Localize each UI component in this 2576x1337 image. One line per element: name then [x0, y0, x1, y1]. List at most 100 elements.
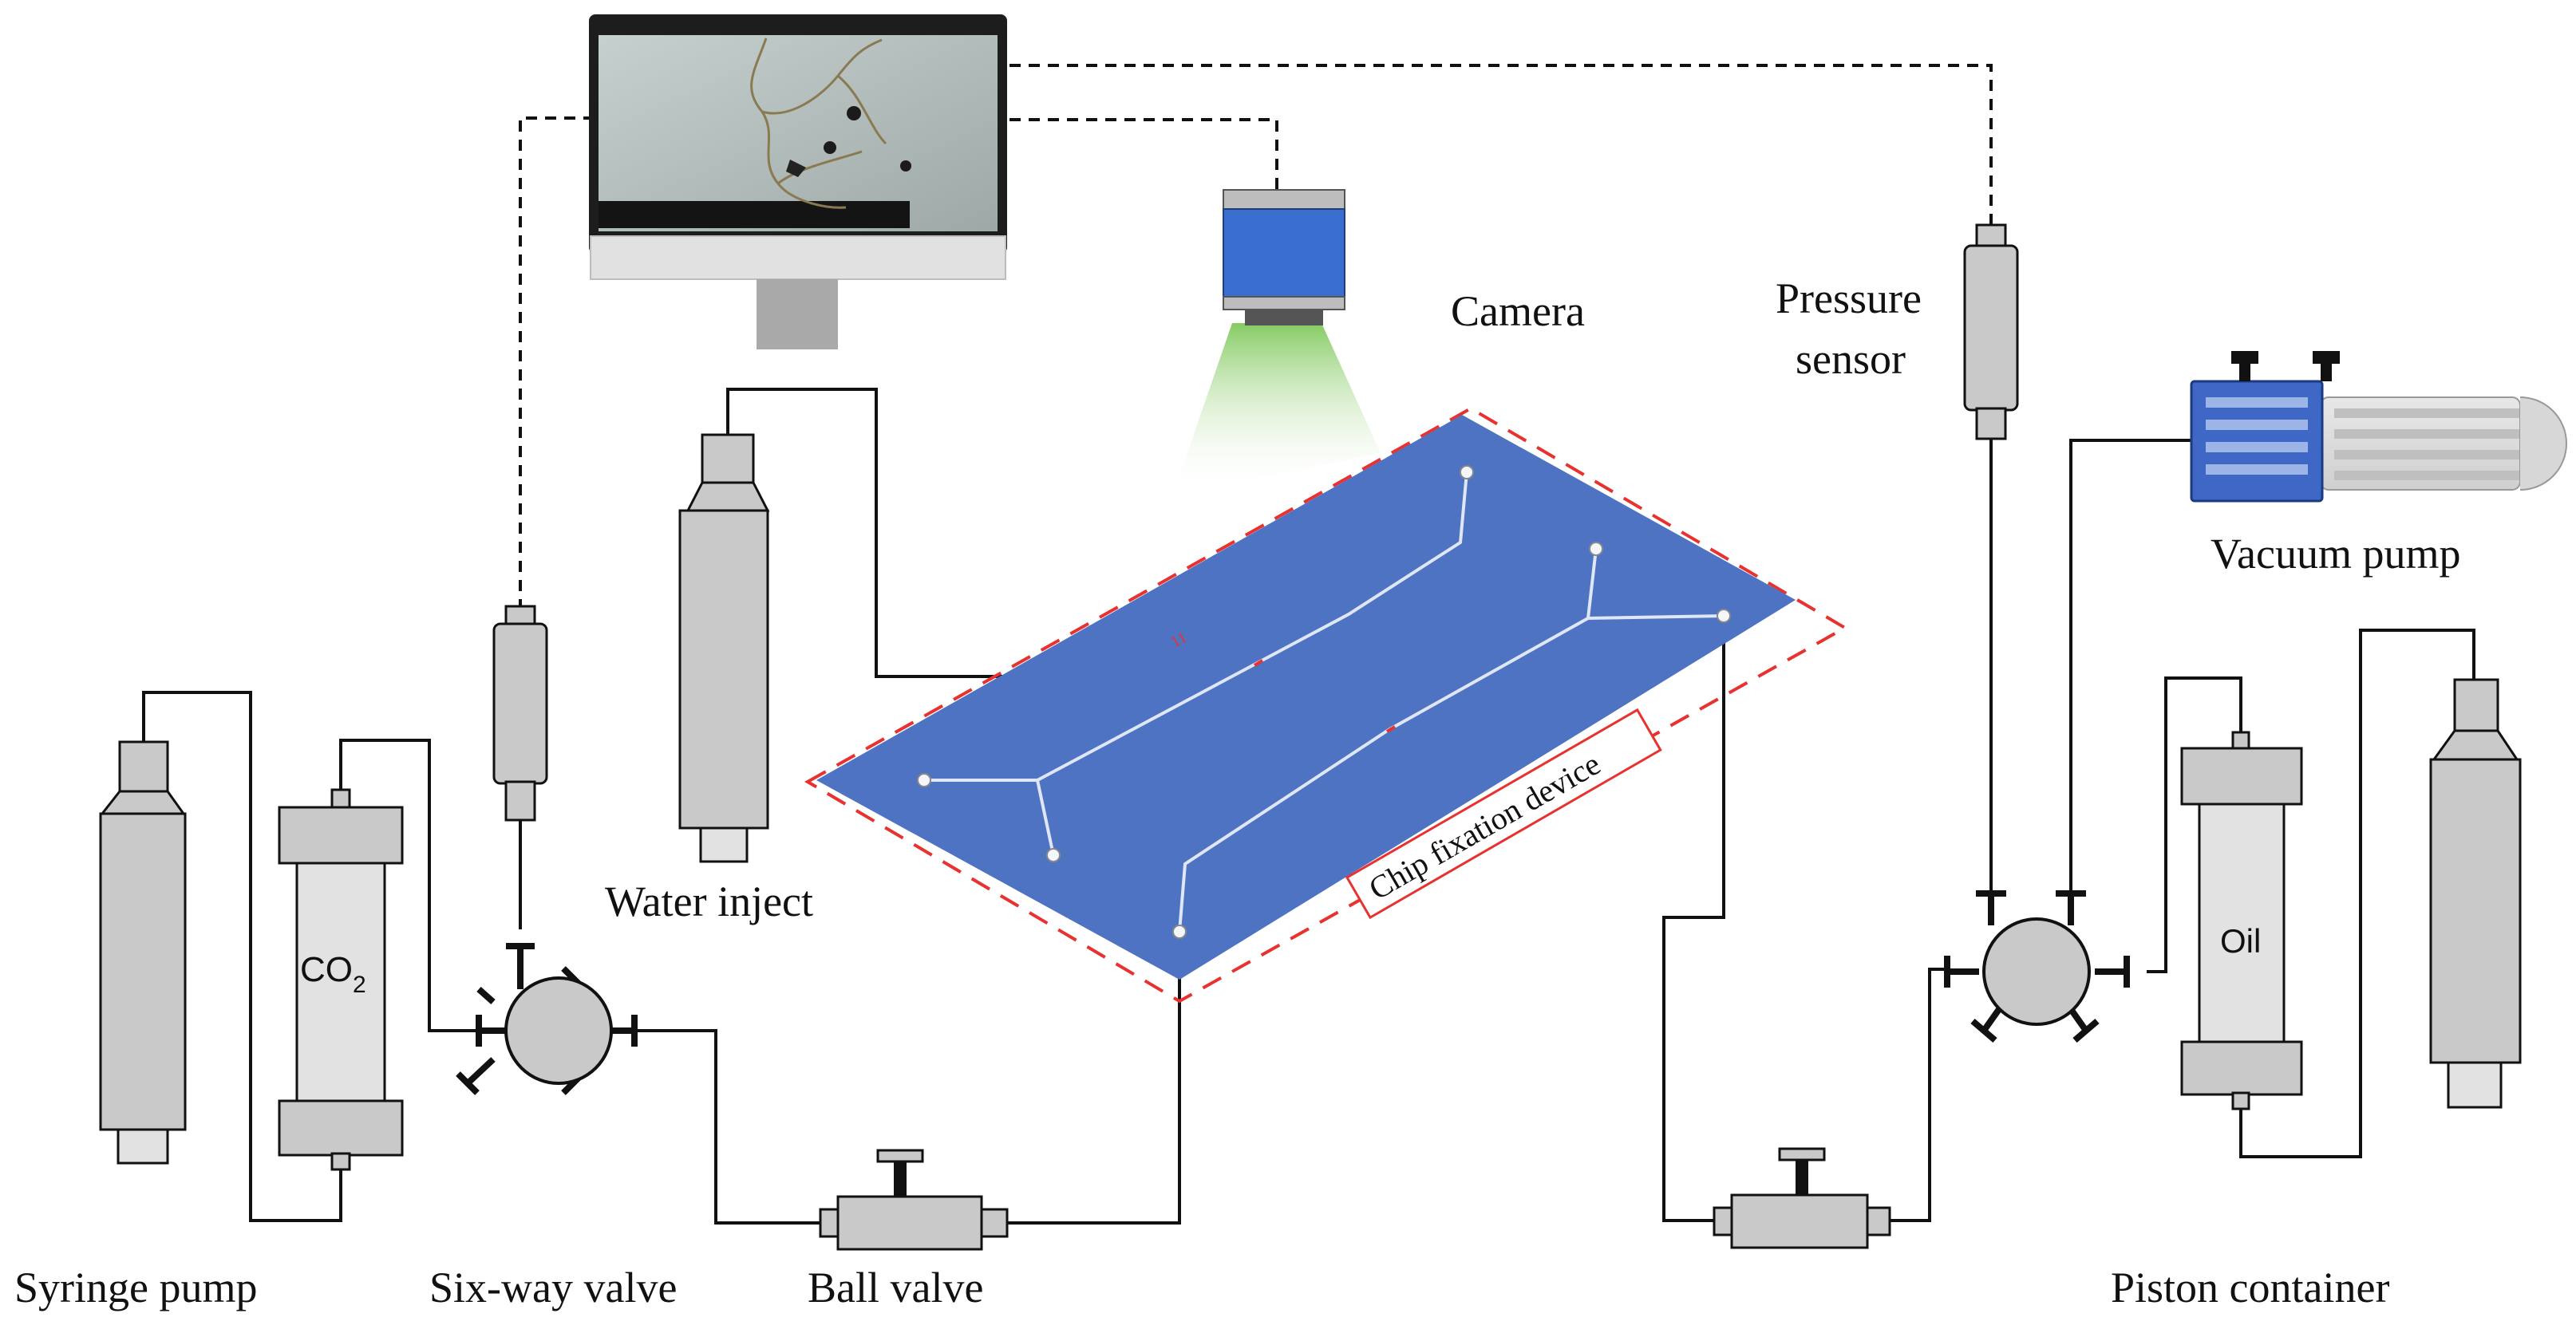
co2-bottom-cap — [278, 1099, 404, 1157]
ball-valve-label: Ball valve — [808, 1264, 983, 1311]
water-pump-shoulder — [685, 481, 770, 512]
ball-valve-right — [1713, 1147, 1891, 1249]
oil-top-cap — [2180, 747, 2303, 806]
ball-valve-handle — [876, 1149, 924, 1163]
valve-port — [465, 1057, 496, 1086]
six-way-valve-left — [456, 943, 638, 1095]
co2-container: CO2 — [278, 788, 404, 1171]
valve-port-bar — [456, 1071, 480, 1095]
six-way-valve-label: Six-way valve — [429, 1264, 677, 1311]
right-syringe-pump — [2429, 678, 2522, 1109]
vacuum-port-cap — [2231, 351, 2258, 364]
ball-valve-handle — [1778, 1147, 1826, 1161]
valve-body — [1982, 917, 2091, 1026]
six-way-valve-right — [1944, 890, 2130, 1043]
pipe-right-ball-valve-to-right-six-way — [1890, 968, 1947, 1222]
chip-port — [1046, 848, 1061, 862]
valve-body — [504, 976, 613, 1085]
vacuum-vent — [2206, 464, 2308, 475]
chip-port — [1172, 925, 1187, 939]
pipe-co2-top-to-six-way — [339, 739, 479, 1032]
co2-label-main: CO — [300, 950, 353, 989]
syringe-pump-cap — [118, 740, 169, 793]
vacuum-pump-label: Vacuum pump — [2211, 530, 2460, 578]
sensor-right-body — [1963, 244, 2019, 412]
pipe-chip-to-right-ball-valve — [1662, 621, 1725, 1222]
water-pump-body — [678, 509, 769, 830]
co2-top-fitting — [330, 788, 351, 810]
monitor — [589, 14, 1007, 349]
ball-valve-end — [1866, 1206, 1891, 1236]
sensor-right-top-nut — [1975, 223, 2007, 249]
vacuum-vent — [2206, 420, 2308, 430]
chip-red-marker — [1253, 659, 1264, 667]
signal-line-monitor-to-pressure-sensor — [1009, 64, 1993, 225]
ball-valve-stem — [1796, 1160, 1808, 1197]
sensor-left-body — [492, 622, 548, 785]
monitor-chin — [590, 235, 1006, 280]
chip-label-frame — [1345, 708, 1662, 920]
camera-bottom-ring — [1223, 296, 1345, 310]
right-pump-shoulder — [2432, 729, 2519, 761]
pressure-sensor-label-line1: Pressure — [1776, 274, 1922, 322]
chip-plate — [816, 415, 1796, 980]
water-pump-cap — [701, 433, 755, 484]
oil-piston-container: Oil — [2180, 731, 2303, 1110]
oil-cylinder — [2198, 803, 2286, 1045]
pressure-sensor-left — [492, 605, 548, 822]
signal-line-monitor-to-camera — [1009, 118, 1278, 190]
vacuum-port-cap — [2313, 351, 2340, 364]
water-pump-plunger — [699, 826, 749, 863]
signal-lines — [519, 64, 1993, 606]
co2-top-cap — [278, 806, 404, 865]
chip-fixation-device: 11 Chip fixation device — [804, 406, 1849, 1004]
pressure-sensor-label-line2: sensor — [1796, 335, 1906, 383]
ball-valve-left — [819, 1149, 1009, 1251]
vacuum-port — [2321, 362, 2332, 381]
signal-line-monitor-to-six-way-valve — [519, 116, 595, 606]
valve-port-bar — [2072, 1018, 2100, 1043]
syringe-pump-label: Syringe pump — [14, 1264, 258, 1311]
pipe-syringe-to-co2-bottom — [142, 691, 342, 1222]
ball-valve-stem — [894, 1161, 907, 1198]
tubing — [142, 388, 2475, 1225]
vacuum-fin — [2334, 471, 2519, 480]
chip-port — [1589, 542, 1603, 556]
vacuum-pump — [2190, 351, 2567, 503]
vacuum-fin — [2334, 450, 2519, 459]
vacuum-vent — [2206, 442, 2308, 452]
ball-valve-end — [1713, 1206, 1735, 1236]
vacuum-fin — [2334, 408, 2519, 418]
oil-bottom-fitting — [2231, 1091, 2250, 1110]
syringe-pump-shoulder — [99, 790, 186, 815]
pipe-six-way-to-ball-valve — [634, 1029, 820, 1225]
ball-valve-body — [1730, 1193, 1869, 1249]
pipe-oil-bottom-to-right-pump — [2239, 629, 2475, 1158]
syringe-pump-body — [99, 812, 187, 1131]
pressure-sensor-right — [1963, 223, 2019, 440]
ball-valve-body — [836, 1195, 983, 1251]
chip-port — [1717, 609, 1731, 623]
co2-cylinder — [295, 862, 386, 1104]
pipe-vacuum-to-right-six-way — [2069, 439, 2191, 893]
co2-label-subscript: 2 — [353, 972, 366, 998]
screen-dark-block — [599, 201, 910, 228]
vacuum-motor-end — [2519, 396, 2567, 491]
right-pump-body — [2429, 758, 2522, 1064]
water-inject-pump — [678, 433, 770, 863]
camera-lens — [1245, 310, 1323, 325]
ball-valve-end — [819, 1208, 841, 1238]
vacuum-fin — [2334, 429, 2519, 439]
pipe-water-inject-to-chip — [726, 388, 1007, 678]
screen-bubble — [900, 160, 911, 172]
camera-top-cap — [1223, 189, 1345, 210]
valve-port-bar — [1970, 1018, 1997, 1043]
chip-red-marker — [1385, 725, 1397, 733]
oil-bottom-cap — [2180, 1040, 2303, 1096]
chip-port — [917, 773, 931, 787]
water-inject-label: Water inject — [605, 878, 813, 925]
camera-light-cone — [1173, 323, 1381, 495]
chip-port — [1460, 465, 1474, 479]
vacuum-port — [2239, 362, 2250, 381]
